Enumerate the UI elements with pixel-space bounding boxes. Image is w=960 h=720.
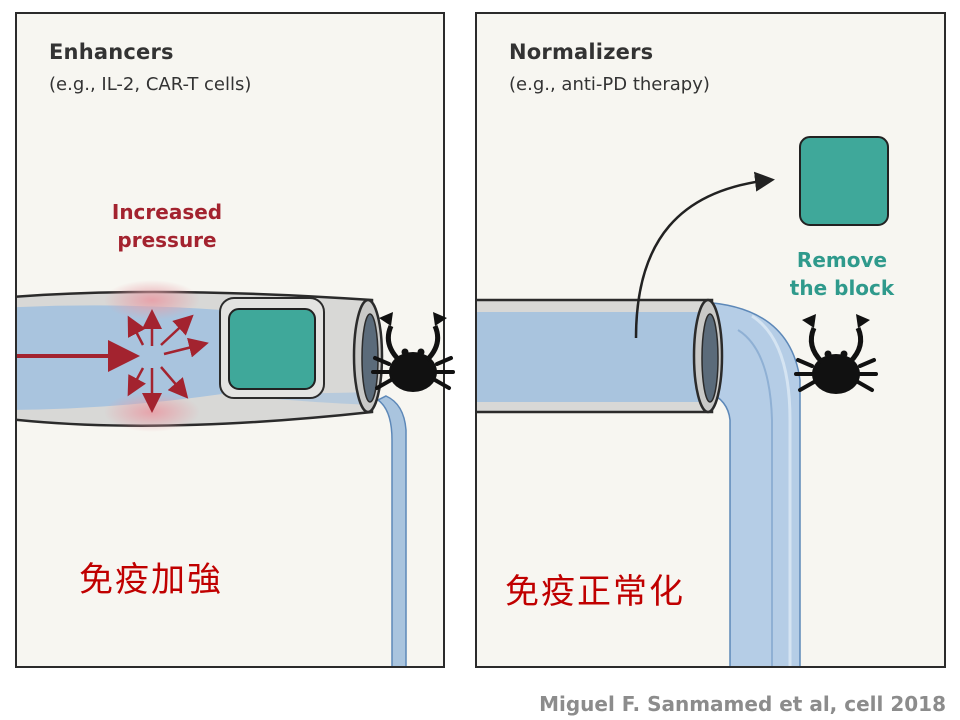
removed-block <box>799 136 889 226</box>
enhancers-title: Enhancers <box>49 40 174 64</box>
enhancers-subtitle: (e.g., IL-2, CAR-T cells) <box>49 74 252 95</box>
immune-enhancement-label: 免疫加強 <box>79 560 223 600</box>
crab-icon <box>371 312 455 392</box>
immune-normalization-label: 免疫正常化 <box>505 572 685 612</box>
crab-icon <box>794 314 878 394</box>
increased-pressure-label: Increased pressure <box>111 200 223 252</box>
normalizers-subtitle: (e.g., anti-PD therapy) <box>509 74 710 95</box>
pipe-opening-right <box>701 313 719 403</box>
pressure-glow-top <box>104 280 200 320</box>
citation-credit: Miguel F. Sanmamed et al, cell 2018 <box>539 692 946 716</box>
remove-block-label: Remove the block <box>789 248 895 300</box>
pressure-arrows <box>127 309 209 413</box>
water-stream-right <box>699 301 801 666</box>
normalizers-title: Normalizers <box>509 40 654 64</box>
removal-arrow <box>634 171 775 339</box>
block-left <box>228 308 316 390</box>
water-stream-left <box>376 395 407 666</box>
